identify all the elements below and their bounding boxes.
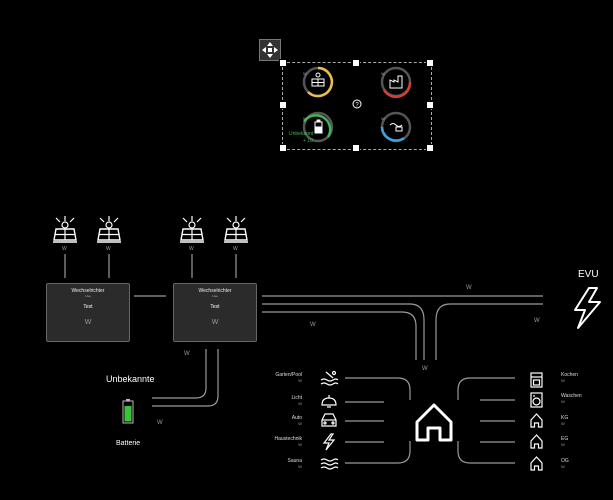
consumer-label: KG [561,415,569,421]
consumer-label: EG [561,436,569,442]
factory-icon [389,75,403,89]
resize-handle-tm[interactable] [352,59,360,67]
unknown-value: + 10 [303,138,313,144]
plug-icon [389,123,403,132]
consumer-washing[interactable]: Waschen W [561,393,582,404]
consumer-garden[interactable]: Garten/Pool W [256,372,302,383]
consumer-car[interactable]: Auto W [256,415,302,426]
consumer-cooking[interactable]: Kochen W [561,372,578,383]
resize-handle-br[interactable] [426,144,434,152]
consumer-label: Sauna [287,458,302,464]
inverter-text: Text [210,304,220,310]
ring-unit: W [303,116,307,121]
consumer-light[interactable]: Licht W [256,395,302,406]
lightning-icon [322,433,336,451]
battery-unit: W [157,420,163,426]
resize-handle-tr[interactable] [426,59,434,67]
consumer-eg[interactable]: EG W [561,436,569,447]
heat-icon [320,458,339,470]
consumer-label: Licht [291,395,302,401]
resize-handle-mr[interactable] [426,101,434,109]
panel-unit: W [233,246,238,252]
panel-unit: W [189,246,194,252]
consumer-tech[interactable]: Haustechnik W [256,436,302,447]
panel-unit: W [106,246,111,252]
battery-icon [314,119,323,134]
house-small-icon [530,434,543,449]
consumer-label: Garten/Pool [275,372,302,378]
ring-unit: W [303,71,307,76]
inverter-unit: W [84,319,92,326]
inverter-sub: Live [85,294,91,298]
lamp-icon [321,395,337,408]
question-icon: ? [352,99,362,109]
svg-text:?: ? [355,103,359,109]
resize-handle-bm[interactable] [352,144,360,152]
resize-handle-tl[interactable] [279,59,287,67]
junction-unit: W [422,366,428,372]
evu-line-unit-2: W [534,318,540,324]
inverter-unit: W [211,319,219,326]
grid-line-unit: W [310,322,316,328]
inverter-out-unit: W [184,351,190,357]
consumer-og[interactable]: OG W [561,458,569,469]
consumer-label: Auto [291,415,302,421]
battery-label: Batterie [116,440,141,447]
consumer-label: Kochen [561,372,578,378]
solar-icon [311,72,325,87]
panel-unit: W [62,246,67,252]
inverter-box[interactable]: Wechselrichter Live Text W [46,283,130,342]
inverter-sub: Live [212,294,218,298]
move-handle[interactable] [259,39,281,61]
resize-handle-ml[interactable] [279,101,287,109]
house-small-icon [530,413,543,428]
inverter-text: Text [83,304,93,310]
unknown-consumers-label: Unbekannte [106,374,155,384]
move-icon [262,42,278,58]
inverter-title: Wechselrichter [198,288,232,294]
consumer-label: Waschen [561,393,582,399]
resize-handle-bl[interactable] [279,144,287,152]
evu-line-unit: W [466,285,472,291]
oven-icon [530,372,543,388]
evu-label: EVU [578,269,599,280]
ring-unit: W [381,71,385,76]
inverter-box[interactable]: Wechselrichter Live Text W [173,283,257,342]
consumer-label: OG [561,458,569,464]
inverter-title: Wechselrichter [71,288,105,294]
unknown-label: Unbekannt [289,131,314,137]
house-small-icon [530,456,543,471]
pool-icon [320,370,339,386]
consumer-kg[interactable]: KG W [561,415,569,426]
car-icon [321,413,337,427]
ring-unit: W [381,116,385,121]
consumer-label: Haustechnik [274,436,302,442]
washer-icon [530,392,543,408]
consumer-sauna[interactable]: Sauna W [256,458,302,469]
